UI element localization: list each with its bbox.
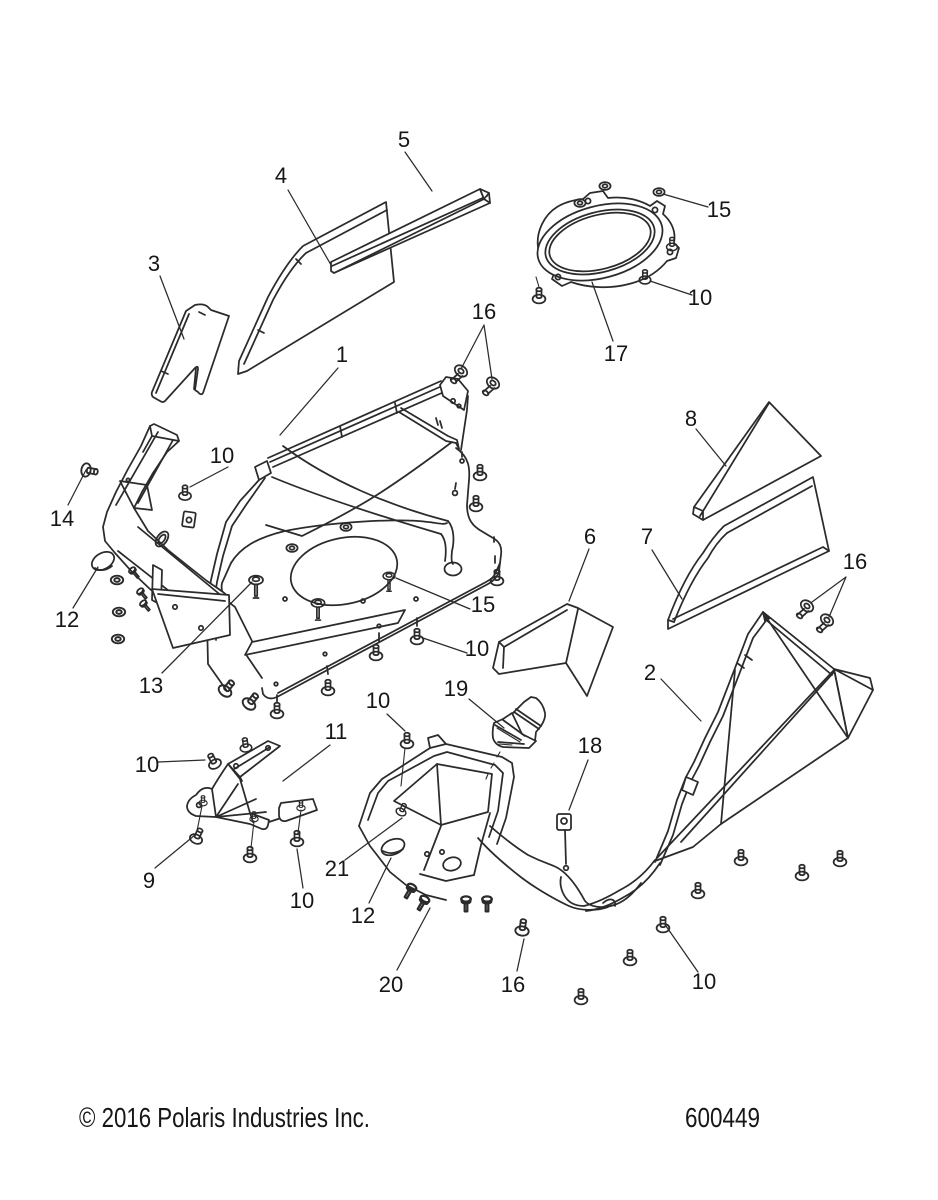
svg-text:10: 10 [692,969,716,994]
svg-text:3: 3 [148,251,160,276]
svg-text:15: 15 [471,592,495,617]
svg-text:16: 16 [472,299,496,324]
svg-text:18: 18 [578,733,602,758]
svg-text:12: 12 [55,607,79,632]
svg-text:21: 21 [325,856,349,881]
svg-text:10: 10 [210,443,234,468]
svg-text:9: 9 [143,868,155,893]
svg-text:11: 11 [325,719,348,744]
svg-text:1: 1 [336,342,348,367]
svg-text:13: 13 [139,673,163,698]
svg-text:© 2016 Polaris Industries Inc.: © 2016 Polaris Industries Inc. [79,1102,370,1133]
svg-text:2: 2 [644,660,656,685]
svg-text:15: 15 [707,197,731,222]
svg-text:10: 10 [366,688,390,713]
svg-text:10: 10 [135,752,159,777]
svg-text:10: 10 [688,285,712,310]
svg-text:19: 19 [444,676,468,701]
svg-text:12: 12 [351,903,375,928]
svg-text:20: 20 [379,972,403,997]
svg-text:8: 8 [685,406,697,431]
svg-text:10: 10 [290,888,314,913]
svg-text:10: 10 [465,636,489,661]
svg-text:17: 17 [604,341,628,366]
svg-text:7: 7 [641,524,653,549]
svg-text:6: 6 [584,524,596,549]
svg-text:4: 4 [275,163,287,188]
svg-text:14: 14 [50,506,74,531]
svg-text:5: 5 [398,127,410,152]
svg-text:16: 16 [843,549,867,574]
svg-text:600449: 600449 [685,1102,760,1133]
svg-text:16: 16 [501,972,525,997]
